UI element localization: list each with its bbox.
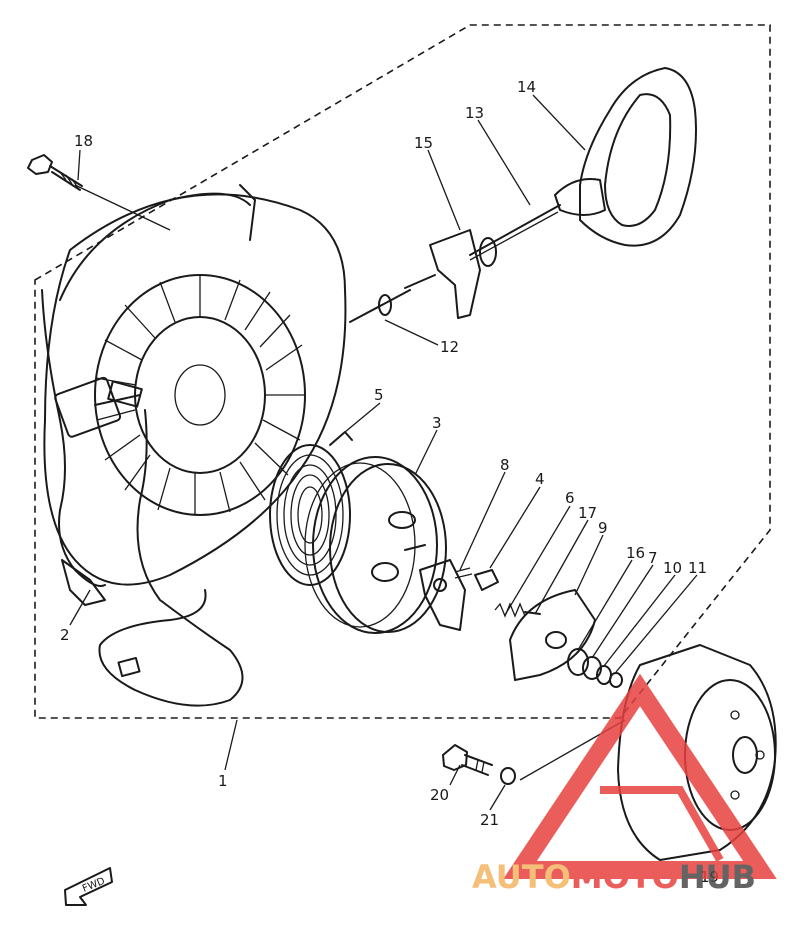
watermark-logo: AUTOMOTOHUB xyxy=(472,673,777,896)
label-11: 11 xyxy=(688,559,707,577)
label-12: 12 xyxy=(440,338,459,356)
label-15: 15 xyxy=(414,134,433,152)
label-18: 18 xyxy=(74,132,93,150)
label-16: 16 xyxy=(626,544,645,562)
label-14: 14 xyxy=(517,78,536,96)
label-9: 9 xyxy=(598,519,608,537)
fwd-label: FWD xyxy=(81,876,107,895)
cable xyxy=(94,380,244,707)
label-20: 20 xyxy=(430,786,449,804)
rewind-spring-5 xyxy=(269,431,353,586)
label-3: 3 xyxy=(432,414,442,432)
assembly-boundary xyxy=(34,24,771,719)
label-5: 5 xyxy=(374,386,384,404)
label-17: 17 xyxy=(578,504,597,522)
label-1: 1 xyxy=(218,772,228,790)
spring-17 xyxy=(494,602,541,618)
label-2: 2 xyxy=(60,626,70,644)
ratchet-4 xyxy=(419,559,499,631)
label-21: 21 xyxy=(480,811,499,829)
label-8: 8 xyxy=(500,456,510,474)
plate-9 xyxy=(509,589,596,681)
label-13: 13 xyxy=(465,104,484,122)
label-4: 4 xyxy=(535,470,545,488)
rope-guide-12 xyxy=(349,274,436,323)
washer-21 xyxy=(500,767,516,785)
pulley-3 xyxy=(304,456,447,634)
rope-13 xyxy=(469,204,561,256)
starter-handle-14 xyxy=(554,67,697,247)
label-6: 6 xyxy=(565,489,575,507)
watermark-text: AUTOMOTOHUB xyxy=(472,858,756,896)
bracket-15 xyxy=(429,229,497,319)
label-7: 7 xyxy=(648,549,658,567)
label-10: 10 xyxy=(663,559,682,577)
bolt-18 xyxy=(27,154,83,191)
bolt-20 xyxy=(442,744,493,776)
fwd-arrow-icon: FWD xyxy=(64,867,113,906)
part-labels: 18 14 13 15 12 5 3 8 4 6 17 9 16 7 10 11… xyxy=(60,78,719,886)
watermark-triangle-icon xyxy=(503,673,777,879)
fan-housing-2 xyxy=(41,184,347,606)
